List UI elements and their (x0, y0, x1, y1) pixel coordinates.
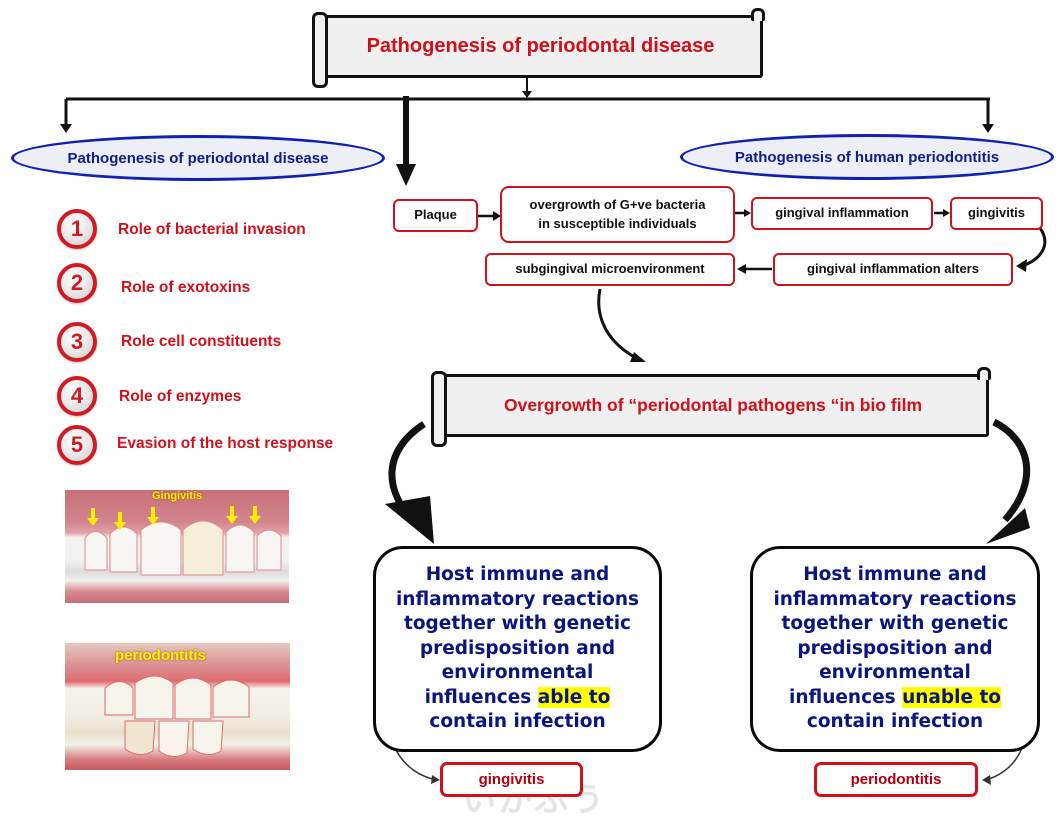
flow-box-gingival-inflammation: gingival inflammation (751, 197, 933, 230)
flow-box-inflammation-alters: gingival inflammation alters (773, 253, 1013, 286)
curve-arrow-banner-left (388, 421, 426, 531)
curve-arrow-subgingival-banner (597, 288, 641, 362)
periodontitis-photo-label: periodontitis (115, 647, 206, 664)
flow-label: gingival inflammation (775, 205, 909, 221)
scroll-roll-left (312, 12, 328, 88)
flow-box-plaque: Plaque (393, 199, 478, 232)
flow-label: gingival inflammation alters (807, 261, 979, 277)
curve-arrow-to-periodontitis (985, 747, 1023, 781)
outcome-label: periodontitis (850, 771, 942, 788)
curve-arrow-to-gingivitis (394, 747, 437, 781)
number-badge-3-icon: 3 (57, 322, 97, 362)
flow-label: gingivitis (967, 205, 1026, 221)
ellipse-label: Pathogenesis of human periodontitis (734, 148, 1000, 166)
flow-box-subgingival: subgingival microenvironment (485, 253, 735, 286)
flow-label: Plaque (414, 207, 457, 223)
outcome-periodontitis: periodontitis (814, 762, 978, 797)
host-response-box-uncontained: Host immune and inflammatory reactions t… (750, 546, 1040, 752)
number-badge-2-icon: 2 (57, 263, 97, 303)
curve-arrow-banner-right (992, 418, 1031, 523)
host-response-text: Host immune and inflammatory reactions t… (395, 564, 640, 733)
flow-label: overgrowth of G+ve bacteria (529, 196, 706, 212)
highlight-unable-to: unable to (902, 686, 1002, 708)
scroll-roll-right (751, 8, 765, 21)
periodontitis-photo: periodontitis (65, 643, 290, 770)
role-item: Role of enzymes (119, 388, 242, 405)
gingivitis-photo-label: Gingivitis (152, 490, 203, 502)
page-title: Pathogenesis of periodontal disease (366, 35, 715, 57)
scroll-roll-right (977, 367, 991, 380)
number-badge-1-icon: 1 (57, 209, 97, 249)
flow-box-gingivitis: gingivitis (950, 197, 1043, 230)
gingivitis-photo: Gingivitis (65, 490, 289, 603)
flow-box-overgrowth: overgrowth of G+ve bacteria in susceptib… (500, 186, 735, 243)
host-response-box-contained: Host immune and inflammatory reactions t… (373, 546, 662, 752)
number-badge-4-icon: 4 (57, 376, 97, 416)
outcome-gingivitis: gingivitis (440, 762, 583, 797)
number-badge-5-icon: 5 (57, 425, 97, 465)
host-response-text: Host immune and inflammatory reactions t… (773, 564, 1017, 733)
flow-label: in susceptible individuals (538, 215, 697, 231)
curve-arrow-gingivitis-alters (1021, 227, 1047, 268)
role-item: Role of exotoxins (121, 279, 251, 296)
outcome-label: gingivitis (478, 771, 545, 788)
role-item: Role cell constituents (121, 333, 282, 350)
teeth-illustration (104, 675, 250, 757)
teeth-illustration (84, 506, 282, 576)
ellipse-human-periodontitis: Pathogenesis of human periodontitis (680, 134, 1054, 180)
biofilm-banner: Overgrowth of “periodontal pathogens “in… (431, 367, 991, 447)
flow-label: subgingival microenvironment (515, 261, 705, 277)
role-item: Role of bacterial invasion (118, 221, 306, 238)
ellipse-periodontal-disease: Pathogenesis of periodontal disease (11, 135, 385, 181)
role-item: Evasion of the host response (117, 435, 334, 452)
scroll-roll-left (431, 371, 447, 447)
highlight-able-to: able to (537, 686, 611, 708)
biofilm-title: Overgrowth of “periodontal pathogens “in… (503, 395, 923, 415)
title-banner: Pathogenesis of periodontal disease (312, 8, 765, 88)
ellipse-label: Pathogenesis of periodontal disease (67, 149, 329, 167)
